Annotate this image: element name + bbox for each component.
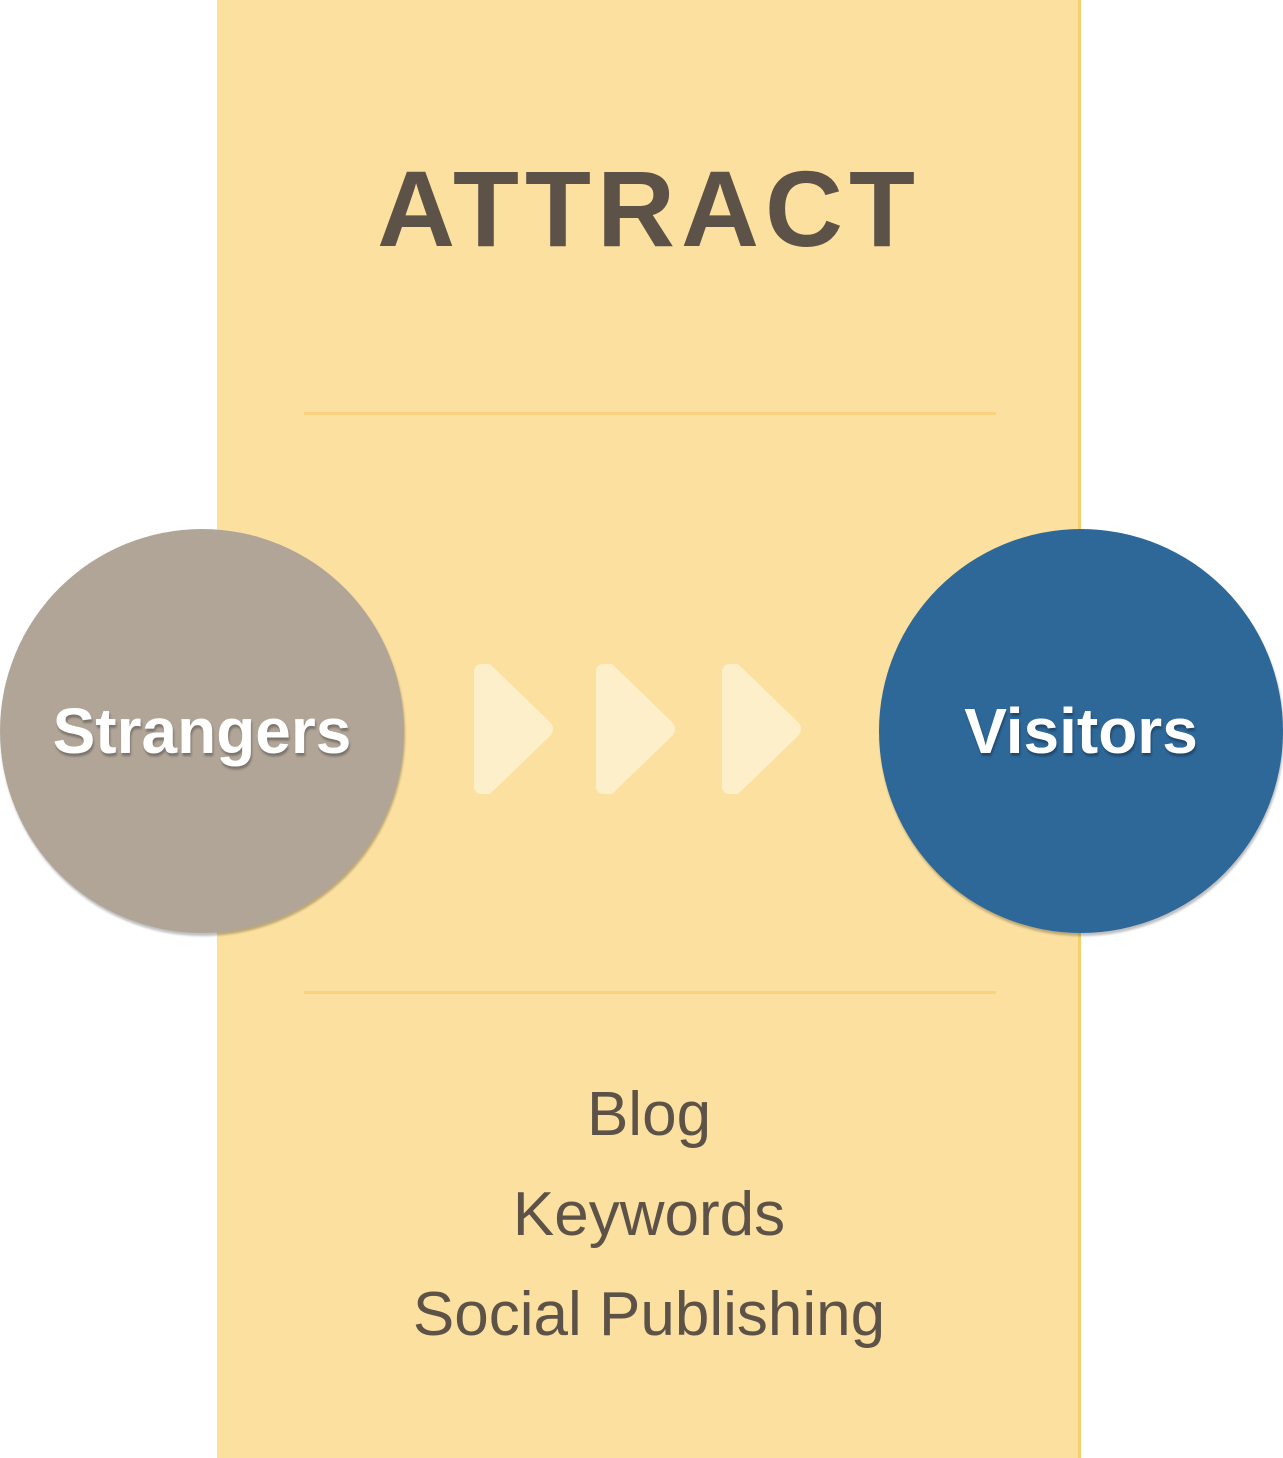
visitors-circle: Visitors — [879, 529, 1283, 933]
tools-list: Blog Keywords Social Publishing — [217, 1065, 1081, 1365]
divider-top — [304, 412, 996, 415]
chevron-right-icon — [474, 664, 553, 794]
strangers-circle: Strangers — [0, 529, 404, 933]
tool-item-social-publishing: Social Publishing — [412, 1280, 886, 1349]
strangers-label: Strangers — [52, 695, 352, 767]
tool-item-blog: Blog — [586, 1080, 712, 1149]
chevron-right-icon — [596, 664, 675, 794]
divider-bottom — [304, 991, 996, 994]
chevron-right-icon — [722, 664, 801, 794]
visitors-label: Visitors — [964, 695, 1198, 767]
tool-item-keywords: Keywords — [512, 1180, 786, 1249]
progress-arrows — [470, 658, 810, 800]
stage-title: ATTRACT — [377, 148, 921, 269]
